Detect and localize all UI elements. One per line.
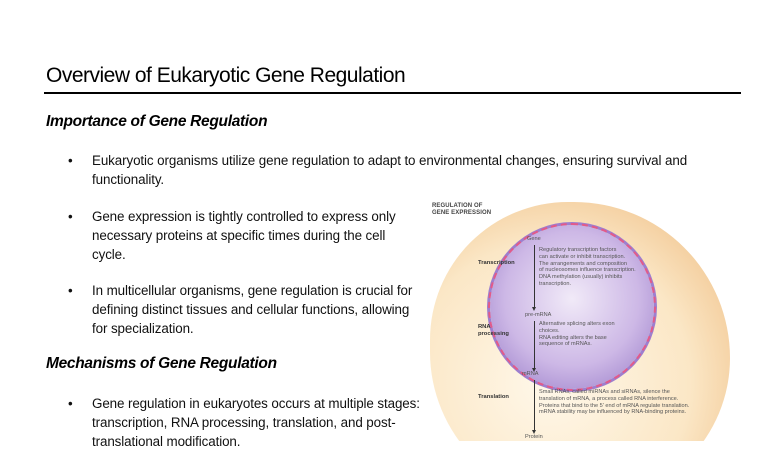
notes-rna-processing: Alternative splicing alters exon choices… xyxy=(539,321,615,348)
bullet-dot-icon: • xyxy=(68,153,73,168)
bullet-dot-icon: • xyxy=(68,283,73,298)
notes-translation: Small RNAs, called miRNAs and siRNAs, si… xyxy=(539,389,690,416)
figure-title: REGULATION OF GENE EXPRESSION xyxy=(432,203,492,216)
notes-transcription: Regulatory transcription factors can act… xyxy=(539,247,636,287)
bullet-text: Gene regulation in eukaryotes occurs at … xyxy=(92,396,420,449)
gene-regulation-figure: REGULATION OF GENE EXPRESSION Gene pre-m… xyxy=(428,200,748,441)
nucleus xyxy=(488,223,656,391)
arrow-transcription xyxy=(532,245,536,311)
stage-transcription: Transcription xyxy=(478,260,515,266)
page-title: Overview of Eukaryotic Gene Regulation xyxy=(46,64,406,87)
label-mrna: mRNA xyxy=(522,371,539,377)
label-gene: Gene xyxy=(527,236,541,242)
stage-translation: Translation xyxy=(478,394,509,400)
arrow-rna-processing xyxy=(532,321,536,372)
bullet-dot-icon: • xyxy=(68,209,73,224)
bullet-text: Gene expression is tightly controlled to… xyxy=(92,209,396,262)
label-pre-mrna: pre-mRNA xyxy=(525,312,552,318)
title-underline xyxy=(44,92,741,94)
bullet-text: Eukaryotic organisms utilize gene regula… xyxy=(92,153,688,187)
bullet-text: In multicellular organisms, gene regulat… xyxy=(92,283,413,336)
bullet-dot-icon: • xyxy=(68,396,73,411)
section-heading-mechanisms: Mechanisms of Gene Regulation xyxy=(46,355,277,372)
section-heading-importance: Importance of Gene Regulation xyxy=(46,113,268,130)
stage-rna-processing: RNA processing xyxy=(478,324,509,337)
arrow-translation xyxy=(532,380,536,434)
label-protein: Protein xyxy=(525,434,543,440)
